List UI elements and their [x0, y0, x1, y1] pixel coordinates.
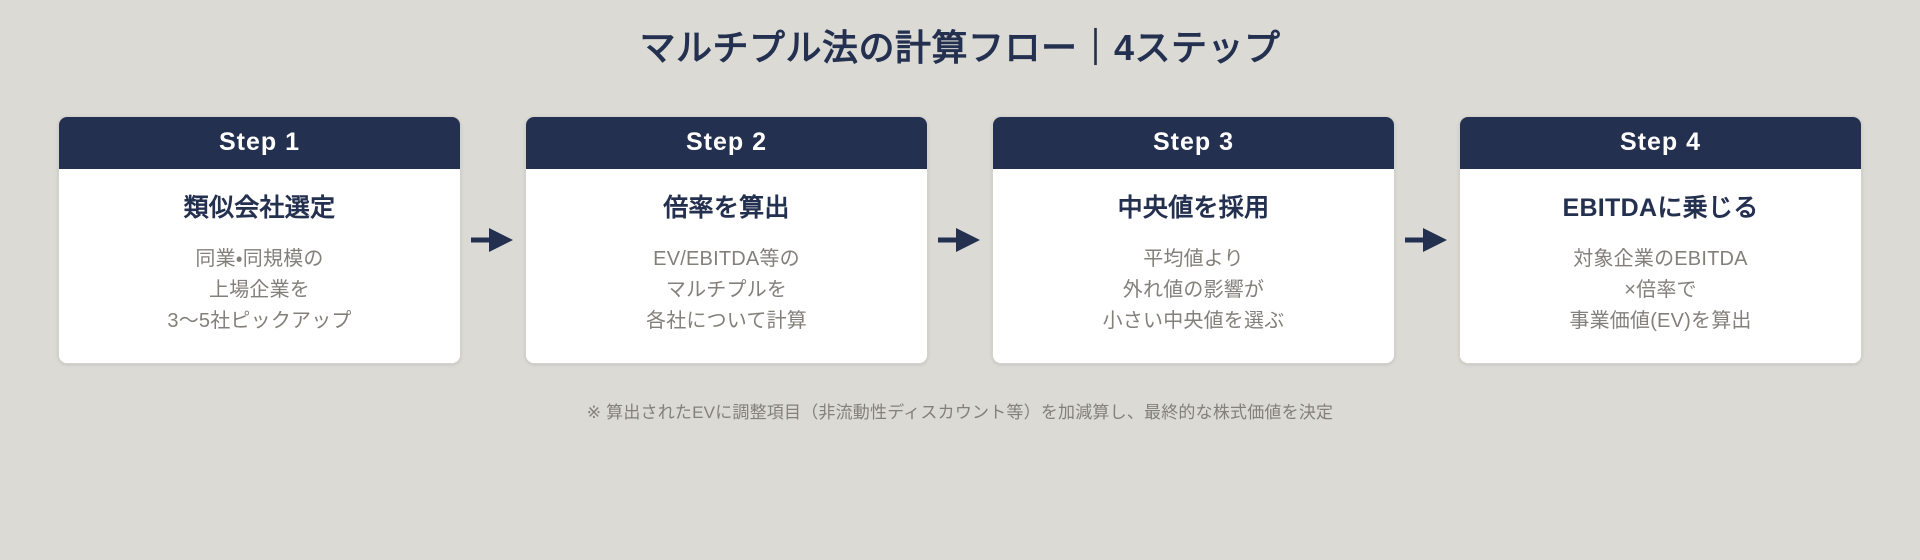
step-heading-2: 倍率を算出 [663, 193, 790, 222]
footnote: ※ 算出されたEVに調整項目（非流動性ディスカウント等）を加減算し、最終的な株式… [586, 403, 1334, 423]
step-badge-2: Step 2 [526, 116, 927, 169]
step-flow: Step 1 類似会社選定 同業・同規模の 上場企業を 3〜5社ピックアップ S… [58, 115, 1862, 365]
step-description-line: ×倍率で [1624, 279, 1697, 302]
page-title: マルチプル法の計算フロー｜4ステップ [639, 27, 1281, 68]
step-heading-3: 中央値を採用 [1117, 193, 1270, 222]
step-badge-4: Step 4 [1460, 116, 1861, 169]
step-description-2: EV/EBITDA等の マルチプルを 各社について計算 [646, 244, 807, 337]
step-description-1: 同業・同規模の 上場企業を 3〜5社ピックアップ [167, 244, 351, 337]
step-heading-4: EBITDAに乗じる [1562, 193, 1759, 222]
step-heading-1: 類似会社選定 [183, 193, 336, 222]
step-badge-3: Step 3 [993, 116, 1394, 169]
step-description-4: 対象企業のEBITDA ×倍率で 事業価値(EV)を算出 [1569, 244, 1751, 337]
step-body-2: 倍率を算出 EV/EBITDA等の マルチプルを 各社について計算 [526, 168, 927, 364]
step-description-line: 上場企業を [209, 279, 310, 302]
step-description-3: 平均値より 外れ値の影響が 小さい中央値を選ぶ [1103, 244, 1285, 337]
arrow-right-icon [928, 116, 992, 364]
arrow-right-icon [1395, 116, 1459, 364]
step-card-4: Step 4 EBITDAに乗じる 対象企業のEBITDA ×倍率で 事業価値(… [1459, 115, 1862, 365]
step-badge-1: Step 1 [59, 116, 460, 169]
step-body-1: 類似会社選定 同業・同規模の 上場企業を 3〜5社ピックアップ [59, 168, 460, 364]
step-description-line: 3〜5社ピックアップ [167, 310, 352, 333]
step-description-line: 同業・同規模の [195, 248, 324, 271]
step-card-3: Step 3 中央値を採用 平均値より 外れ値の影響が 小さい中央値を選ぶ [992, 115, 1395, 365]
step-card-2: Step 2 倍率を算出 EV/EBITDA等の マルチプルを 各社について計算 [525, 115, 928, 365]
step-description-line: マルチプルを [665, 279, 788, 302]
step-body-4: EBITDAに乗じる 対象企業のEBITDA ×倍率で 事業価値(EV)を算出 [1460, 168, 1861, 364]
step-description-line: 平均値より [1143, 248, 1244, 271]
step-description-line: EV/EBITDA等の [653, 248, 800, 271]
step-card-1: Step 1 類似会社選定 同業・同規模の 上場企業を 3〜5社ピックアップ [58, 115, 461, 365]
step-description-line: 事業価値(EV)を算出 [1569, 310, 1752, 333]
step-body-3: 中央値を採用 平均値より 外れ値の影響が 小さい中央値を選ぶ [993, 168, 1394, 364]
step-description-line: 小さい中央値を選ぶ [1102, 310, 1285, 333]
arrow-right-icon [461, 116, 525, 364]
step-description-line: 外れ値の影響が [1122, 279, 1265, 302]
step-description-line: 各社について計算 [646, 310, 807, 333]
step-description-line: 対象企業のEBITDA [1573, 248, 1748, 271]
